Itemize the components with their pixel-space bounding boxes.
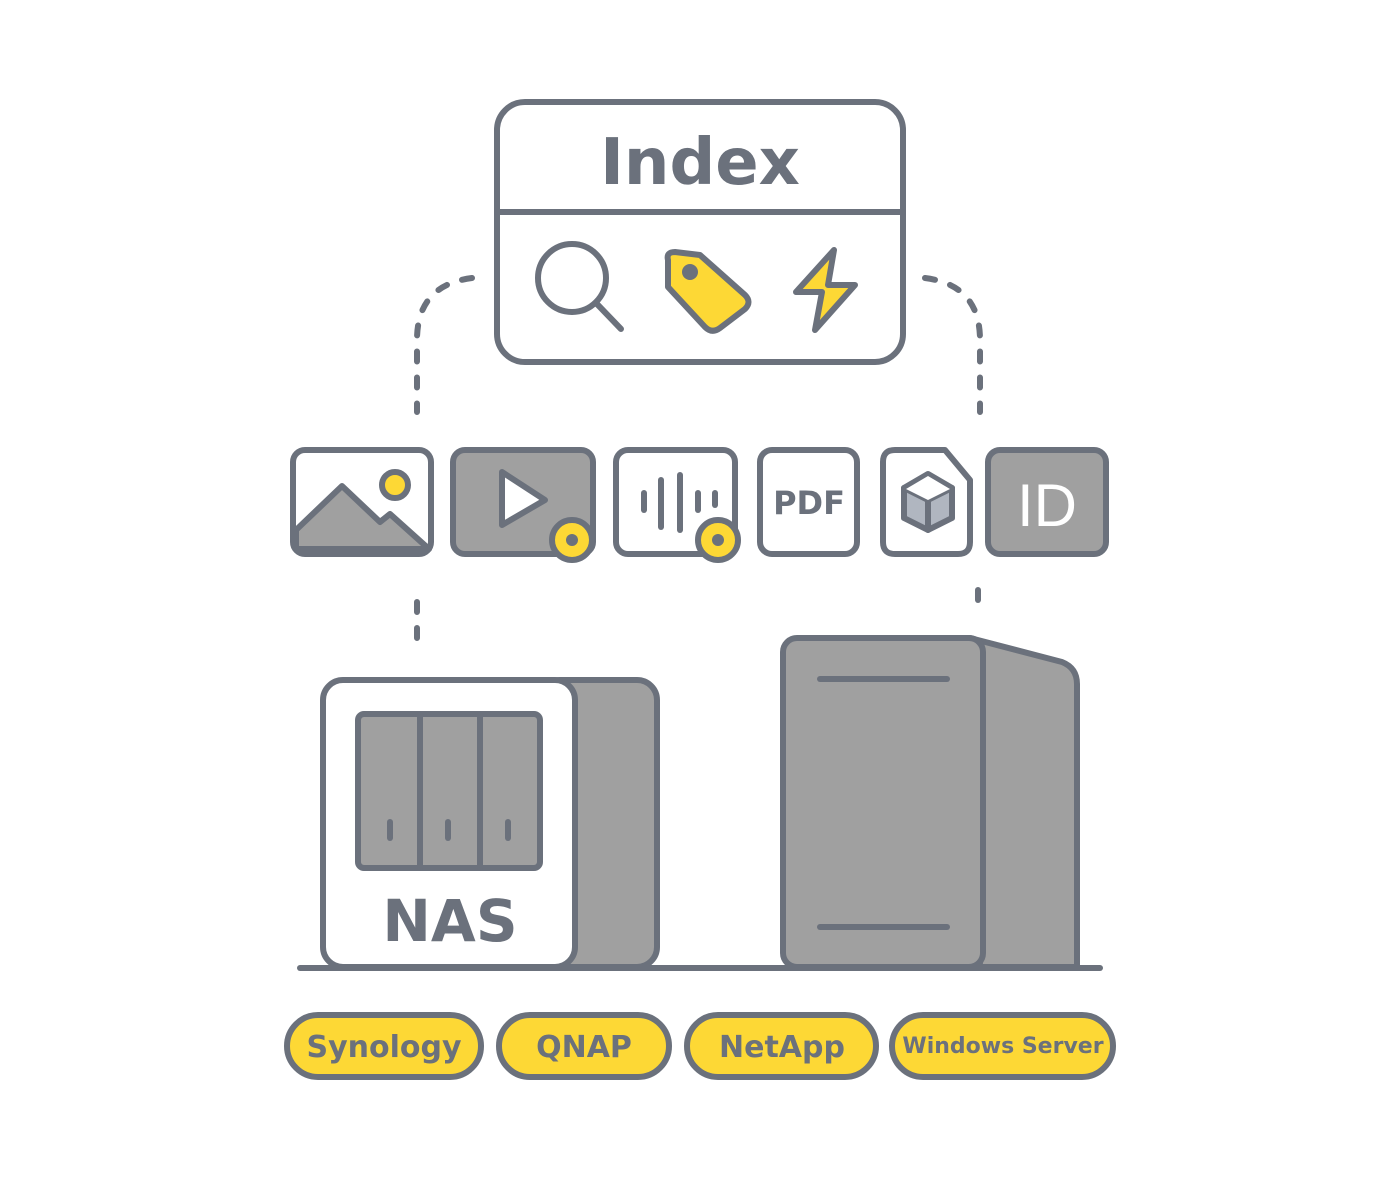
connector-left-top — [414, 275, 475, 415]
nas-label: NAS — [382, 887, 517, 955]
audio-icon — [613, 447, 741, 563]
index-title: Index — [600, 126, 800, 200]
pdf-label: PDF — [773, 484, 845, 522]
platform-label: Synology — [306, 1030, 461, 1065]
platform-pill-windows-server: Windows Server — [889, 1012, 1116, 1080]
tag-icon — [664, 249, 752, 334]
connector-right-top — [922, 275, 983, 415]
3d-model-icon — [880, 447, 973, 557]
server-tower-icon — [780, 635, 1080, 970]
lightning-icon — [793, 247, 858, 333]
drive-bays — [355, 711, 543, 871]
platform-pill-netapp: NetApp — [684, 1012, 879, 1080]
platform-pill-synology: Synology — [284, 1012, 484, 1080]
id-icon: ID — [985, 447, 1109, 557]
platform-label: NetApp — [719, 1030, 845, 1065]
id-label: ID — [1017, 472, 1077, 539]
video-icon — [450, 447, 596, 563]
platform-label: Windows Server — [902, 1034, 1103, 1059]
nas-device: NAS — [320, 677, 660, 970]
platform-label: QNAP — [536, 1030, 632, 1065]
pdf-icon: PDF — [757, 447, 860, 557]
index-panel: Index — [494, 99, 906, 365]
search-icon — [535, 241, 624, 332]
image-icon — [290, 447, 434, 557]
platform-pill-qnap: QNAP — [496, 1012, 672, 1080]
